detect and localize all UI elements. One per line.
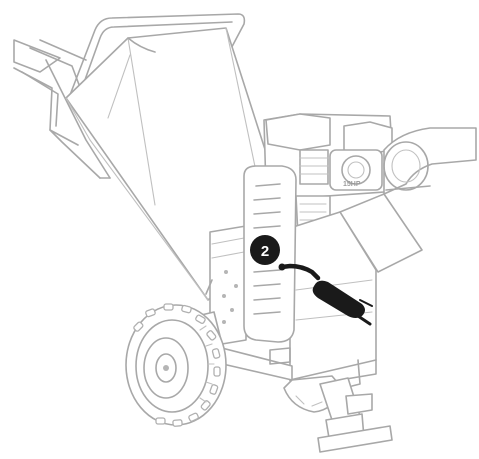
tow-handle (13, 13, 246, 179)
callout-marker: 2 (250, 235, 280, 265)
engine-badge: 15HP (343, 181, 361, 188)
callout-circle (250, 235, 280, 265)
support-stand (317, 359, 393, 453)
discharge-chute (339, 127, 477, 273)
front-wheel (125, 303, 227, 427)
engine: 15HP (263, 113, 393, 237)
highlighted-lock-handle (278, 263, 373, 326)
callout-number: 2 (261, 243, 269, 260)
